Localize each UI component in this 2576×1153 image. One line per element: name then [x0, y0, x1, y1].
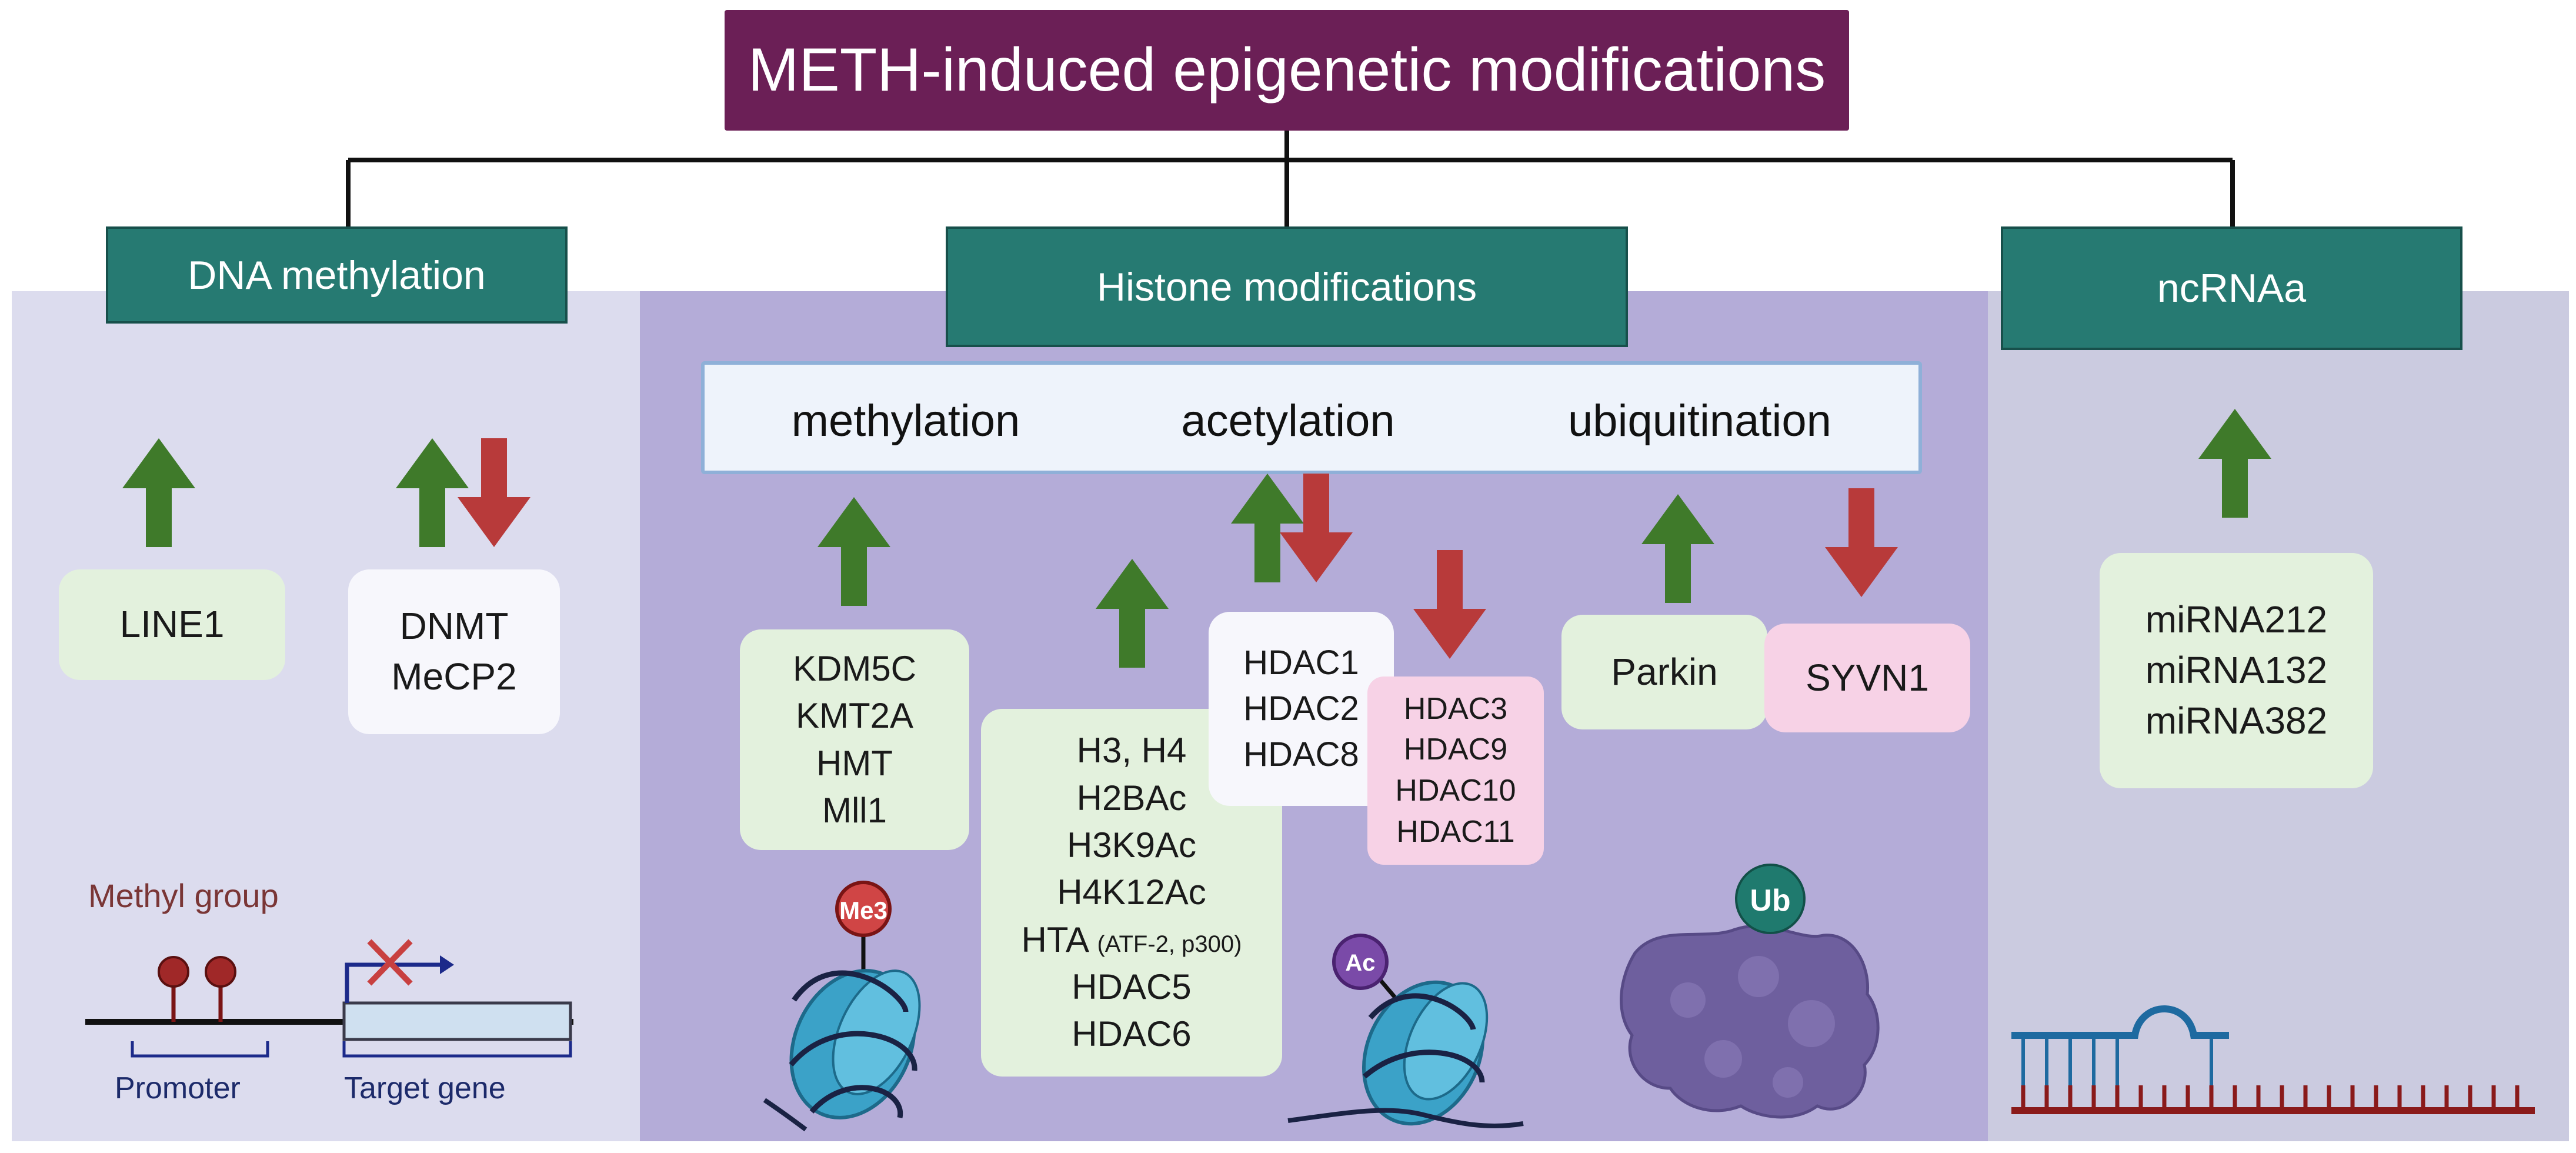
target-gene-bar: [342, 1001, 572, 1041]
subtype-methylation: methylation: [791, 395, 1020, 446]
ub-label: Ub: [1750, 884, 1790, 918]
header-dna-methylation: DNA methylation: [106, 226, 568, 324]
gene-hdac2: HDAC2: [1243, 689, 1359, 728]
nucleosome-me3-illustration: Me3: [763, 881, 921, 1132]
mirna-illustration: [2011, 1005, 2535, 1114]
promoter-label: Promoter: [115, 1071, 241, 1105]
gene-box-line1: LINE1: [59, 569, 285, 680]
mirna-hairpin: [2011, 1005, 2229, 1039]
target-gene-label: Target gene: [344, 1071, 506, 1105]
subtype-acetylation: acetylation: [1181, 395, 1395, 446]
gene-hdac8: HDAC8: [1243, 735, 1359, 774]
gene-hdac6: HDAC6: [1072, 1014, 1192, 1054]
gene-box-methylation: KDM5C KMT2A HMT Mll1: [740, 629, 969, 850]
histone-subtype-bar: [701, 361, 1922, 474]
gene-box-ncrna: miRNA212 miRNA132 miRNA382: [2100, 553, 2373, 788]
gene-mirna212: miRNA212: [2145, 598, 2328, 641]
gene-box-hdac-down: HDAC3 HDAC9 HDAC10 HDAC11: [1367, 677, 1544, 865]
promoter-bracket: [131, 1041, 269, 1058]
ac-icon: [1332, 934, 1389, 990]
gene-kdm5c: KDM5C: [792, 648, 917, 688]
header-ncrna: ncRNAa: [2001, 226, 2462, 350]
me3-label: Me3: [839, 897, 887, 924]
nucleosome-ac-illustration: Ac: [1287, 934, 1524, 1129]
ac-label: Ac: [1345, 950, 1375, 976]
gene-h3-h4: H3, H4: [1076, 731, 1187, 771]
gene-hdac5: HDAC5: [1072, 967, 1192, 1007]
ubiquitinated-protein-illustration: Ub: [1620, 864, 1880, 1119]
subtype-ubiquitination: ubiquitination: [1568, 395, 1831, 446]
gene-parkin: Parkin: [1611, 650, 1718, 693]
me3-icon: [835, 881, 892, 937]
gene-mirna382: miRNA382: [2145, 699, 2328, 742]
gene-hdac11: HDAC11: [1396, 814, 1515, 849]
header-histone-modifications: Histone modifications: [946, 226, 1628, 347]
gene-h4k12ac: H4K12Ac: [1057, 872, 1206, 912]
gene-box-syvn1: SYVN1: [1764, 624, 1970, 732]
gene-hdac10: HDAC10: [1395, 774, 1516, 808]
gene-h3k9ac: H3K9Ac: [1066, 825, 1197, 865]
gene-hta-line: HTA (ATF-2, p300): [1022, 917, 1242, 964]
diagram-title: METH-induced epigenetic modifications: [725, 10, 1849, 131]
gene-line1: LINE1: [119, 603, 225, 646]
methyl-group-label: Methyl group: [88, 877, 279, 914]
gene-mll1: Mll1: [822, 790, 887, 830]
transcription-arrow: [345, 962, 444, 1003]
gene-dnmt: DNMT: [399, 605, 509, 648]
gene-syvn1: SYVN1: [1806, 656, 1929, 699]
gene-hdac9: HDAC9: [1403, 732, 1508, 767]
gene-box-hdac-mixed: HDAC1 HDAC2 HDAC8: [1209, 612, 1394, 806]
target-gene-bracket: [342, 1041, 572, 1058]
gene-promoter-illustration: [85, 939, 573, 1058]
gene-h2bac: H2BAc: [1076, 778, 1187, 818]
methyl-group-icon: [158, 956, 189, 988]
methyl-group-icon: [205, 956, 236, 988]
gene-hta: HTA: [1021, 919, 1087, 959]
gene-kmt2a: KMT2A: [795, 696, 914, 736]
ub-icon: [1735, 864, 1806, 934]
gene-box-dnmt: DNMT MeCP2: [348, 569, 560, 734]
gene-hdac1: HDAC1: [1243, 644, 1359, 682]
hta-note: (ATF-2, p300): [1097, 931, 1242, 957]
gene-mecp2: MeCP2: [391, 655, 517, 698]
gene-mirna132: miRNA132: [2145, 649, 2328, 692]
gene-box-parkin: Parkin: [1561, 615, 1767, 729]
gene-hmt: HMT: [816, 743, 893, 783]
protein-icon: [1620, 924, 1880, 1119]
gene-hdac3: HDAC3: [1403, 691, 1508, 726]
